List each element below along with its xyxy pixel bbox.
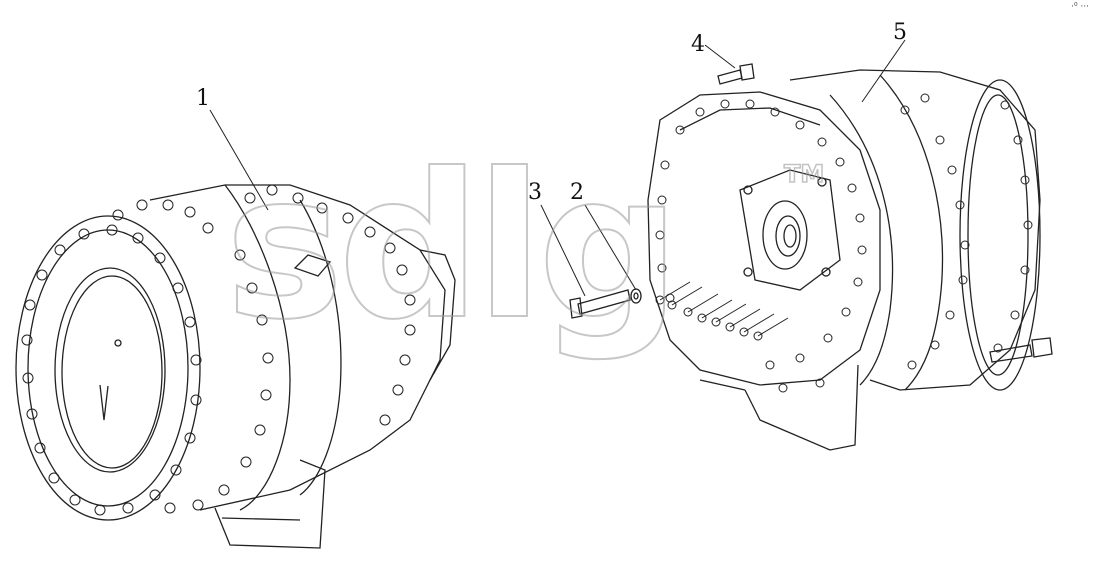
callout-5: 5 [893,20,907,45]
callout-1: 1 [196,86,210,111]
washer-part-2 [630,288,642,304]
flange-bolts-right [655,93,1033,393]
callout-4: 4 [691,32,705,57]
mounting-studs [655,281,789,341]
corner-mark: ·⁰ ··· [1071,2,1089,12]
callout-3: 3 [528,180,542,205]
watermark-trademark: TM [783,159,825,189]
callout-2: 2 [570,180,584,205]
leader-lines [209,39,906,297]
flange-bolts-left [21,184,416,516]
reducer-housing [647,69,1041,451]
bolt-part-3 [569,289,631,319]
bolt-part-4 [717,63,755,85]
final-drive-housing [15,184,456,549]
bolt-right-side [989,337,1053,363]
watermark-logo: sdlg [224,131,682,364]
